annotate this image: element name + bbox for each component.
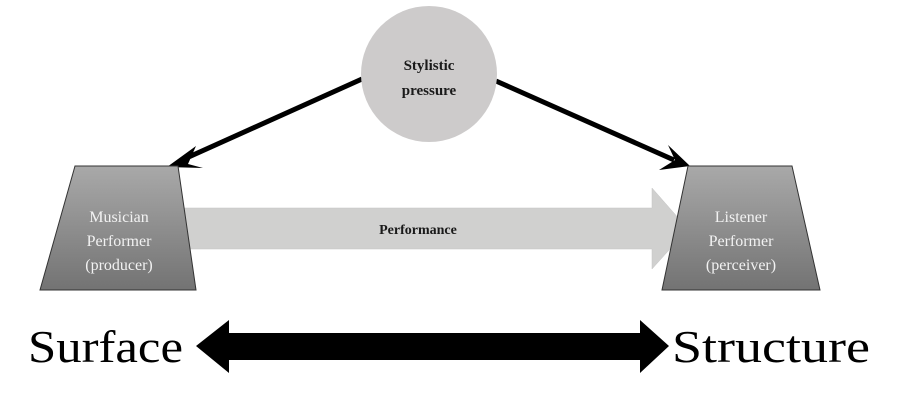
producer-label-line3: (producer) (85, 257, 153, 274)
producer-label-line2: Performer (87, 233, 153, 250)
pressure-to-producer-arrow (167, 76, 364, 168)
stylistic-pressure-circle (361, 6, 497, 142)
surface-structure-continuum: Surface Structure (28, 320, 870, 373)
producer-node: Musician Performer (producer) (39, 165, 197, 291)
double-headed-arrow (196, 320, 669, 373)
producer-trapezoid (39, 165, 197, 291)
stylistic-pressure-node: Stylistic pressure (361, 6, 497, 142)
performance-arrow-shape (179, 187, 689, 270)
producer-label-line1: Musician (89, 209, 149, 226)
performance-arrow: Performance (179, 187, 689, 270)
pressure-to-perceiver-arrow (494, 78, 690, 170)
stylistic-pressure-label-line1: Stylistic (404, 58, 455, 74)
perceiver-label-line1: Listener (715, 209, 768, 226)
performance-label: Performance (379, 223, 457, 238)
perceiver-label-line2: Performer (709, 233, 775, 250)
stylistic-pressure-label-line2: pressure (402, 83, 457, 99)
perceiver-label-line3: (perceiver) (706, 257, 776, 274)
structure-label: Structure (672, 321, 870, 372)
surface-label: Surface (28, 321, 183, 372)
perceiver-trapezoid (661, 165, 821, 291)
perceiver-node: Listener Performer (perceiver) (661, 165, 821, 291)
